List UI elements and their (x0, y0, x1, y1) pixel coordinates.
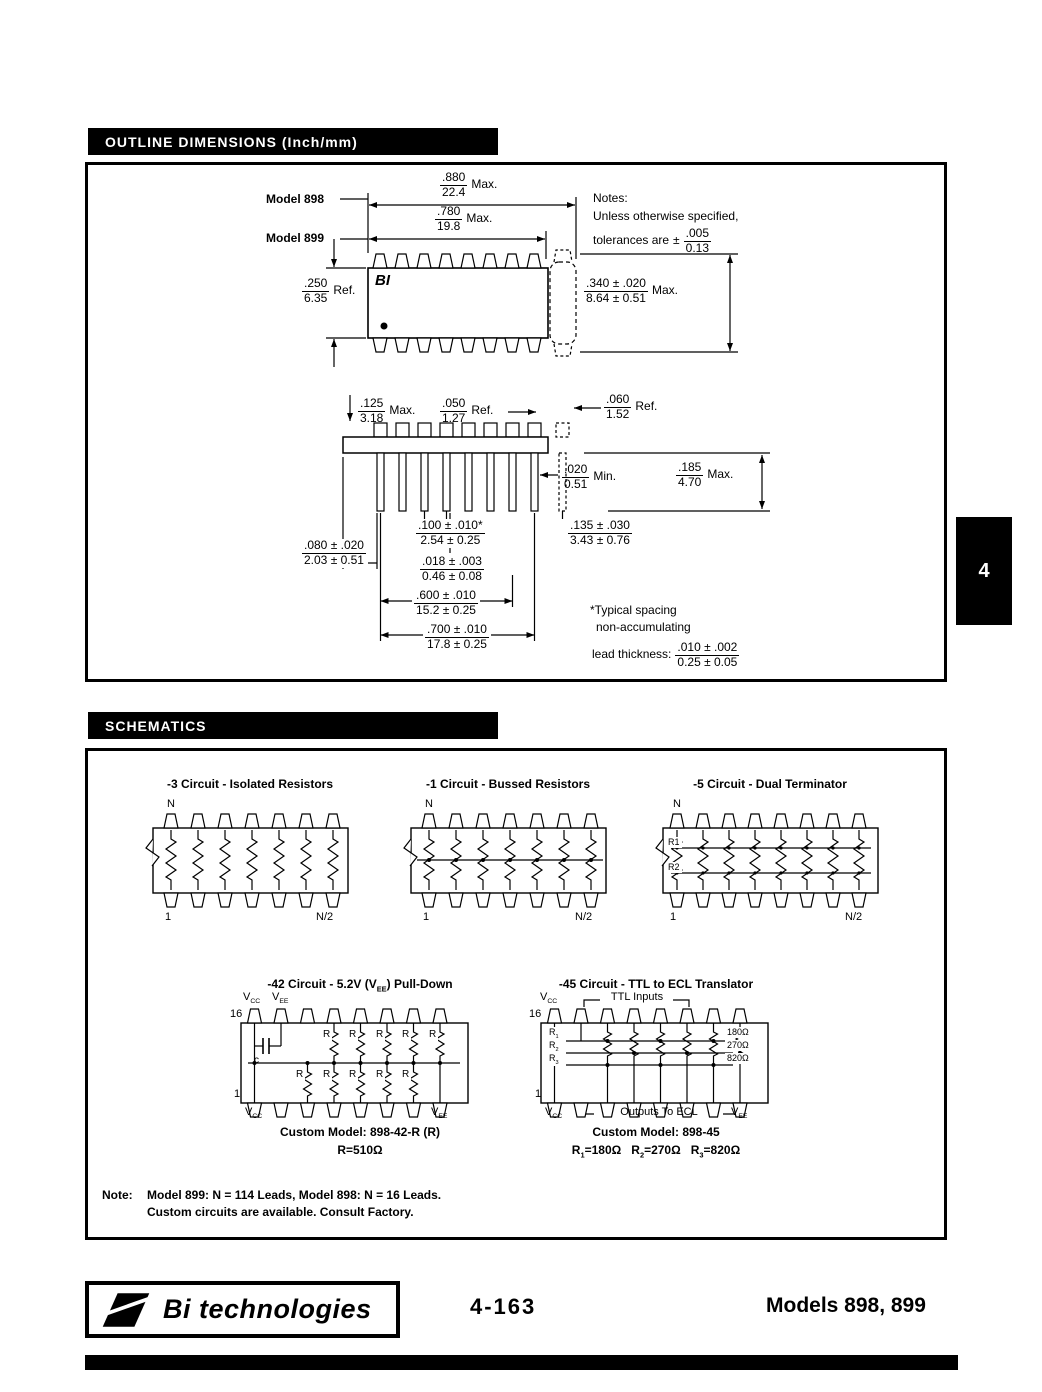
resistor-label: R (400, 1029, 412, 1041)
outline-dimensions-header: OUTLINE DIMENSIONS (Inch/mm) (88, 128, 498, 155)
notes-title: Notes: (593, 191, 628, 205)
note-line-2: Custom circuits are available. Consult F… (147, 1205, 414, 1219)
circuit-5-title: -5 Circuit - Dual Terminator (693, 777, 847, 791)
circuit-45-vee-bottom: VEE (731, 1106, 748, 1121)
page-number: 4-163 (470, 1294, 537, 1319)
circuit-45-vcc-bottom: VCC (545, 1106, 563, 1121)
dim-100: .100 ± .010*2.54 ± 0.25 (414, 518, 487, 548)
circuit-45-ttl-inputs-label: TTL Inputs (610, 991, 664, 1003)
outline-drawing (326, 193, 770, 641)
circuit-1-title: -1 Circuit - Bussed Resistors (425, 777, 591, 791)
circuit-42-vee-top: VEE (272, 991, 289, 1006)
circuit-5-pin-1: 1 (670, 911, 677, 923)
bi-technologies-logo: Bi technologies (85, 1281, 400, 1338)
circuit-42-vcc-bottom: VCC (245, 1106, 263, 1121)
model-898-label: Model 898 (266, 192, 325, 206)
circuit-45-title: -45 Circuit - TTL to ECL Translator (558, 977, 754, 991)
resistor-label: R (427, 1029, 439, 1041)
schematics-drawing (145, 813, 879, 1118)
typical-spacing-note-2: non-accumulating (596, 620, 691, 634)
section-tab-4: 4 (956, 517, 1012, 625)
circuit-3-pin-1: 1 (165, 911, 172, 923)
resistor-label: R (400, 1069, 412, 1081)
circuit-45-pin-1: 1 (535, 1088, 542, 1100)
circuit-5-r2-label: R2 (666, 862, 682, 873)
section-tab-4-label: 4 (978, 559, 990, 582)
circuit-42-r-value: R=510Ω (337, 1143, 383, 1157)
circuit-45-r-values: R1=180Ω R2=270Ω R3=820Ω (572, 1143, 740, 1160)
package-logo-label: BI (375, 272, 390, 289)
footer-models: Models 898, 899 (766, 1294, 926, 1317)
circuit-45-r2-label: R2 (547, 1040, 561, 1054)
circuit-42-vcc-top: VCC (243, 991, 261, 1006)
brand-name: Bi technologies (163, 1294, 372, 1324)
circuit-3-title: -3 Circuit - Isolated Resistors (166, 777, 334, 791)
circuit-1-pin-1: 1 (423, 911, 430, 923)
circuit-45-r3-ohms: 820Ω (725, 1053, 751, 1064)
circuit-3-pin-n: N (167, 798, 175, 810)
schematics-header-label: SCHEMATICS (105, 717, 207, 734)
circuit-45-outputs-label: Outputs To ECL (620, 1106, 698, 1118)
circuit-45-r1-label: R1 (547, 1027, 561, 1041)
circuit-45-vcc-top: VCC (540, 991, 558, 1006)
circuit-42-cap-label: c (254, 1055, 259, 1066)
resistor-label: R (294, 1069, 306, 1081)
circuit-42-vee-bottom: VEE (431, 1106, 448, 1121)
circuit-45-custom-model: Custom Model: 898-45 (592, 1125, 720, 1139)
note-label: Note: (102, 1188, 133, 1202)
bi-logo-icon (100, 1292, 152, 1327)
circuit-45-r1-ohms: 180Ω (725, 1027, 751, 1038)
circuit-1-pin-n2: N/2 (575, 911, 593, 923)
circuit-45-r3-label: R3 (547, 1053, 561, 1067)
circuit-42-custom-model: Custom Model: 898-42-R (R) (279, 1125, 441, 1139)
resistor-label: R (347, 1029, 359, 1041)
resistor-label: R (347, 1069, 359, 1081)
note-line-1: Model 899: N = 114 Leads, Model 898: N =… (147, 1188, 442, 1202)
circuit-5-r1-label: R1 (666, 837, 682, 848)
circuit-45-pin-16: 16 (529, 1008, 542, 1020)
r1-eq: R1=180Ω (571, 1143, 622, 1160)
resistor-label: R (321, 1069, 333, 1081)
resistor-label: R (321, 1029, 333, 1041)
r3-eq: R3=820Ω (690, 1143, 741, 1160)
bottom-rule (85, 1355, 958, 1370)
notes-line1: Unless otherwise specified, (593, 209, 739, 223)
circuit-42-pin-16: 16 (230, 1008, 243, 1020)
circuit-3-pin-n2: N/2 (316, 911, 334, 923)
r2-eq: R2=270Ω (631, 1143, 681, 1160)
resistor-label: R (374, 1029, 386, 1041)
circuit-1-pin-n: N (425, 798, 433, 810)
schematics-header: SCHEMATICS (88, 712, 498, 739)
circuit-5-pin-n: N (673, 798, 681, 810)
circuit-5-pin-n2: N/2 (845, 911, 863, 923)
schematics-panel: -3 Circuit - Isolated Resistors N 1 N/2 … (85, 748, 947, 1240)
resistor-label: R (374, 1069, 386, 1081)
typical-spacing-note-1: *Typical spacing (590, 603, 677, 617)
circuit-45-r2-ohms: 270Ω (725, 1040, 751, 1051)
circuit-42-title: -42 Circuit - 5.2V (VEE) Pull-Down (267, 977, 453, 994)
circuit-42-pin-1: 1 (234, 1088, 241, 1100)
outline-dimensions-header-label: OUTLINE DIMENSIONS (Inch/mm) (105, 133, 358, 150)
model-899-label: Model 899 (266, 231, 325, 245)
